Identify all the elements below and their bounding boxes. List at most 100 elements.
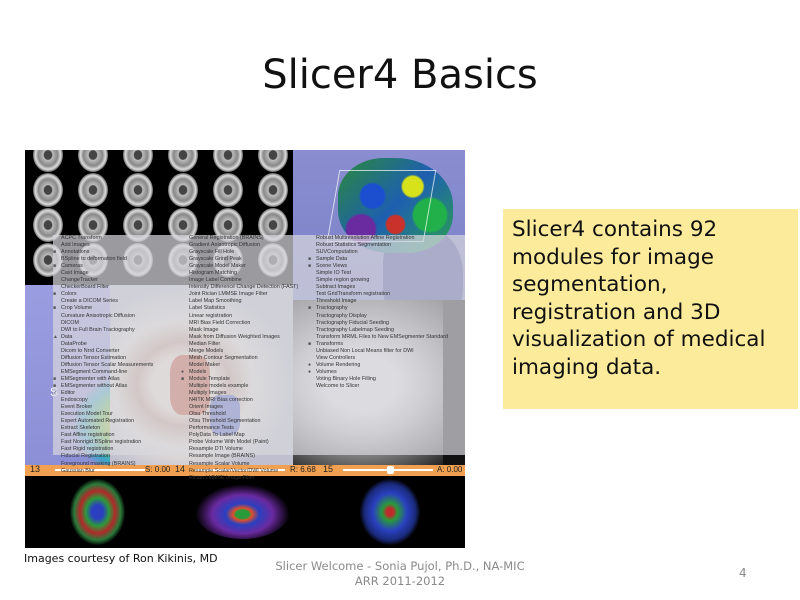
module-menu-item[interactable]: ■Cameras	[53, 263, 183, 270]
module-menu-item[interactable]: Foreground masking (BRAINS)	[53, 461, 183, 468]
module-menu-item[interactable]: ■Crop Volume	[53, 305, 183, 312]
module-menu-item[interactable]: Diffusion Tensor Estimation	[53, 355, 183, 362]
module-menu-item[interactable]: Execution Model Tour	[53, 411, 183, 418]
module-menu-item[interactable]: General Registration (BRAINS)	[181, 235, 311, 242]
module-menu-item[interactable]: Multiple models example	[181, 383, 311, 390]
module-menu-item[interactable]: Median Filter	[181, 341, 311, 348]
module-menu-item-label: Otsu Threshold	[189, 411, 226, 418]
module-menu-item[interactable]: Fiducial Registration	[53, 453, 183, 460]
module-menu-item[interactable]: ACPC Transform	[53, 235, 183, 242]
module-menu-item[interactable]: Fast Nonrigid BSpline registration	[53, 439, 183, 446]
module-menu-item[interactable]: SUVComputation	[308, 249, 465, 256]
module-menu-item[interactable]: ●Models	[181, 369, 311, 376]
module-menu-item[interactable]: ■EMSegmenter without Atlas	[53, 383, 183, 390]
module-menu-item[interactable]: Threshold Image	[308, 298, 465, 305]
module-menu-item[interactable]: ▲Data	[53, 334, 183, 341]
module-menu-item[interactable]: Joint Rician LMMSE Image Filter	[181, 291, 311, 298]
module-menu-item[interactable]: ■Transforms	[308, 341, 465, 348]
module-menu-item[interactable]: EMSegment Command-line	[53, 369, 183, 376]
module-menu-item[interactable]: ✓Editor	[53, 390, 183, 397]
module-menu-item[interactable]: Endoscopy	[53, 397, 183, 404]
module-menu-item[interactable]: Resample Scalar/Vector/DWI Volume	[181, 468, 311, 475]
module-menu-item[interactable]: Unbiased Non Local Means filter for DWI	[308, 348, 465, 355]
module-menu-item[interactable]: Add Images	[53, 242, 183, 249]
module-menu-item[interactable]: Merge Models	[181, 348, 311, 355]
module-menu-item[interactable]: Robust Multiresolution Affine Registrati…	[308, 235, 465, 242]
module-menu-item[interactable]: Grayscale Grind Peak	[181, 256, 311, 263]
module-menu-item[interactable]: Fast Affine registration	[53, 432, 183, 439]
slider-track-yellow[interactable]	[195, 469, 285, 471]
module-menu-item[interactable]: Resample Scalar Volume	[181, 461, 311, 468]
module-menu-item[interactable]: PolyData To Label Map	[181, 432, 311, 439]
module-menu-item[interactable]: Model Maker	[181, 362, 311, 369]
module-menu-item[interactable]: Resample DTI Volume	[181, 446, 311, 453]
module-menu-item[interactable]: Cast Image	[53, 270, 183, 277]
module-menu-item[interactable]: Linear registration	[181, 313, 311, 320]
module-menu-item[interactable]: Subtract Images	[308, 284, 465, 291]
module-menu-item-label: EMSegmenter without Atlas	[61, 382, 128, 389]
module-menu-item[interactable]: Intensity Difference Change Detection (F…	[181, 284, 311, 291]
module-menu-item-label: Probe Volume With Model (Paint)	[189, 439, 269, 446]
module-menu-item[interactable]: ■Module Template	[181, 376, 311, 383]
module-menu-item[interactable]: Grayscale Fill Hole	[181, 249, 311, 256]
module-menu-item[interactable]: Transform MRML Files to New EMSegmenter …	[308, 334, 465, 341]
module-menu-item[interactable]: Mask Image	[181, 327, 311, 334]
module-menu-item[interactable]: Gaussian Blur	[53, 468, 183, 475]
module-menu-item[interactable]: ■Scene Views	[308, 263, 465, 270]
module-menu-item[interactable]: Orient Images	[181, 404, 311, 411]
module-menu-item[interactable]: Label Statistics	[181, 305, 311, 312]
module-menu-item[interactable]: Voting Binary Hole Filling	[308, 376, 465, 383]
module-menu-item-label: Mask Image	[189, 326, 219, 333]
module-menu-item[interactable]: Grayscale Model Maker	[181, 263, 311, 270]
module-menu-item[interactable]: Otsu Threshold	[181, 411, 311, 418]
module-menu-item[interactable]: Simple region growing	[308, 277, 465, 284]
module-menu-item[interactable]: Fast Rigid registration	[53, 446, 183, 453]
module-menu-item-label: Transforms	[316, 340, 344, 347]
module-menu-item[interactable]: DICOM	[53, 320, 183, 327]
module-menu-item[interactable]: Performance Tests	[181, 425, 311, 432]
module-menu-item[interactable]: ■EMSegmenter with Atlas	[53, 376, 183, 383]
module-menu-item[interactable]: Otsu Threshold Segmentation	[181, 418, 311, 425]
module-menu-item[interactable]: Dicom to Nrrd Converter	[53, 348, 183, 355]
module-menu-item[interactable]: Curvature Anisotropic Diffusion	[53, 313, 183, 320]
module-menu-item[interactable]: Welcome to Slicer	[308, 383, 465, 390]
module-menu-item[interactable]: ■Annotations	[53, 249, 183, 256]
module-menu-item[interactable]: DWI to Full Brain Tractography	[53, 327, 183, 334]
module-menu-item[interactable]: Gradient Anisotropic Diffusion	[181, 242, 311, 249]
module-menu-item[interactable]: View Controllers	[308, 355, 465, 362]
module-menu-item[interactable]: Expert Automated Registration	[53, 418, 183, 425]
module-menu-item[interactable]: Diffusion Tensor Scalar Measurements	[53, 362, 183, 369]
module-menu-item[interactable]: Event Broker	[53, 404, 183, 411]
module-menu-item[interactable]: Tractography Labelmap Seeding	[308, 327, 465, 334]
module-menu-item[interactable]: DataProbe	[53, 341, 183, 348]
module-menu-item[interactable]: MRI Bias Field Correction	[181, 320, 311, 327]
module-menu-item[interactable]: Resample Image (BRAINS)	[181, 453, 311, 460]
module-menu-item[interactable]: ■Sample Data	[308, 256, 465, 263]
module-menu-item[interactable]: ■Tractography	[308, 305, 465, 312]
module-menu-item[interactable]: CheckerBoard Filter	[53, 284, 183, 291]
module-menu-item[interactable]: Simple IO Test	[308, 270, 465, 277]
module-menu-item[interactable]: Test GridTransform registration	[308, 291, 465, 298]
module-menu-item[interactable]: BSpline to deformation field	[53, 256, 183, 263]
module-menu-item[interactable]: ■Colors	[53, 291, 183, 298]
module-menu-item-label: Foreground masking (BRAINS)	[61, 460, 136, 467]
module-menu-item[interactable]: Mask from Diffusion Weighted Images	[181, 334, 311, 341]
module-menu-item[interactable]: Mesh Contour Segmentation	[181, 355, 311, 362]
module-menu-item[interactable]: Tractography Display	[308, 313, 465, 320]
module-menu-item[interactable]: Create a DICOM Series	[53, 298, 183, 305]
module-menu-item[interactable]: Extract Skeleton	[53, 425, 183, 432]
module-menu-item[interactable]: Rician LMMSE Image Filter	[181, 475, 311, 482]
module-menu-item[interactable]: N4ITK MRI Bias correction	[181, 397, 311, 404]
module-menu-item[interactable]: Image Label Combine	[181, 277, 311, 284]
module-menu-item[interactable]: Robust Statistics Segmentation	[308, 242, 465, 249]
module-menu-item[interactable]: Multiply Images	[181, 390, 311, 397]
module-menu-item[interactable]: ●Volume Rendering	[308, 362, 465, 369]
module-menu-item[interactable]: ●Volumes	[308, 369, 465, 376]
module-menu-item[interactable]: Probe Volume With Model (Paint)	[181, 439, 311, 446]
module-menu-item[interactable]: Histogram Matching	[181, 270, 311, 277]
module-menu-item[interactable]: Tractography Fiducial Seeding	[308, 320, 465, 327]
module-menu-item[interactable]: ChangeTracker	[53, 277, 183, 284]
slider-track-red[interactable]	[55, 469, 145, 471]
module-menu-item[interactable]: Label Map Smoothing	[181, 298, 311, 305]
slider-handle-green[interactable]	[387, 466, 394, 474]
